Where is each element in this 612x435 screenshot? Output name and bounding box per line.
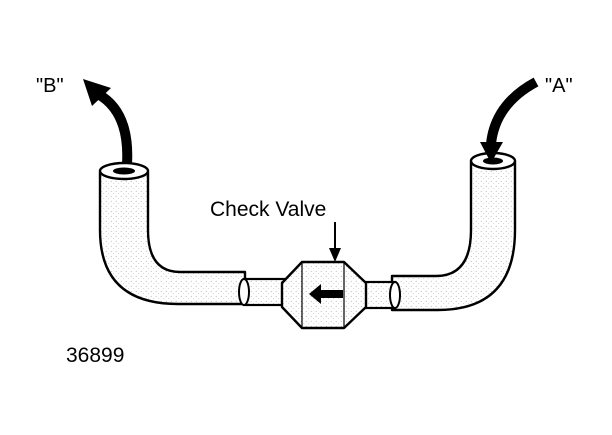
check-valve-label: Check Valve [210,198,326,221]
port-a-label: "A" [545,75,573,97]
flow-direction-arrow-icon [309,284,343,304]
port-b-label: "B" [36,75,64,97]
left-hose [98,170,247,306]
figure-number: 36899 [66,344,124,367]
inlet-flow-arrow-icon [486,77,539,145]
right-hose [390,160,517,312]
outlet-flow-arrow-icon [95,89,133,165]
